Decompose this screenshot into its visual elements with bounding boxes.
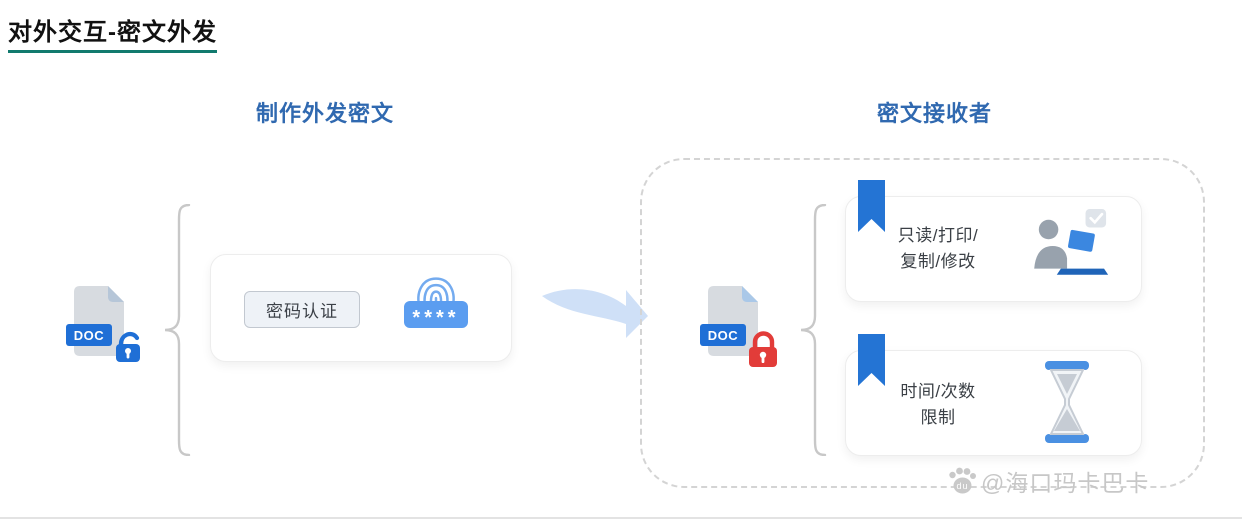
right-section-title: 密文接收者 [877, 101, 993, 126]
watermark: du @海口玛卡巴卡 [946, 464, 1149, 498]
locked-lock-icon [749, 331, 777, 367]
open-lock-icon [116, 331, 140, 362]
paw-icon: du [949, 467, 976, 494]
doc-label: DOC [700, 324, 746, 346]
permissions-text: 只读/打印/ 复制/修改 [873, 223, 1003, 275]
page-title: 对外交互-密文外发 [8, 12, 217, 53]
receiver-container [640, 158, 1205, 488]
permissions-line2: 复制/修改 [900, 252, 976, 271]
permissions-card: 只读/打印/ 复制/修改 [845, 180, 1142, 302]
flow-arrow-icon [542, 289, 648, 338]
bookmark-icon [858, 180, 885, 232]
bookmark-icon [858, 334, 885, 386]
watermark-badge: du [956, 481, 968, 491]
doc-file-unlocked: DOC [66, 284, 140, 362]
right-brace-connector [800, 204, 827, 456]
auth-card: 密码认证 **** [210, 254, 512, 362]
left-section-title: 制作外发密文 [256, 101, 395, 126]
limits-card: 时间/次数 限制 [845, 334, 1142, 456]
doc-file-locked: DOC [700, 284, 777, 367]
password-mask: **** [404, 301, 468, 329]
hourglass-icon [1045, 361, 1089, 443]
bottom-divider [0, 517, 1242, 519]
limits-line1: 时间/次数 [900, 382, 976, 401]
permissions-line1: 只读/打印/ [897, 226, 979, 245]
left-brace-connector [164, 204, 191, 456]
doc-label: DOC [66, 324, 112, 346]
person-laptop-icon [1034, 209, 1109, 275]
watermark-text: @海口玛卡巴卡 [981, 470, 1150, 496]
limits-line2: 限制 [920, 408, 956, 427]
limits-text: 时间/次数 限制 [873, 379, 1003, 431]
password-auth-button: 密码认证 [244, 291, 360, 328]
